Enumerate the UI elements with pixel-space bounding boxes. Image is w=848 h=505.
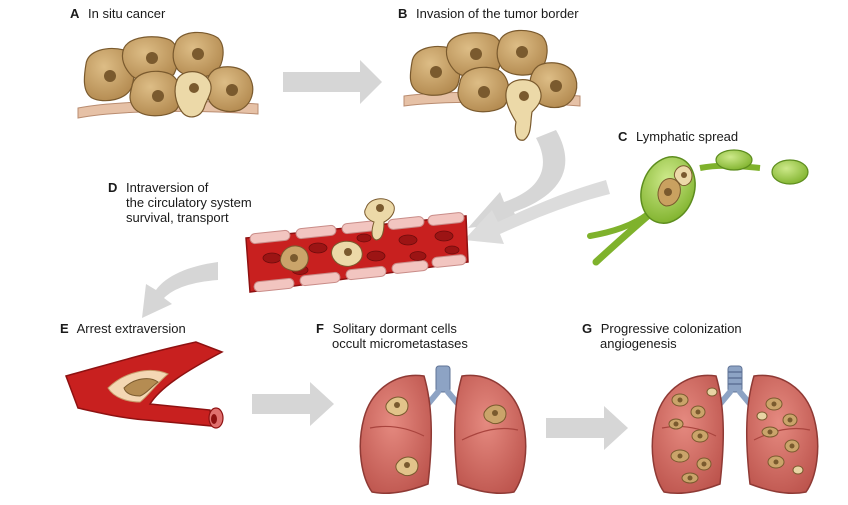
label-f-line-2: occult micrometastases: [332, 336, 468, 351]
label-d-line-1: Intraversion of: [126, 180, 209, 195]
arrow-d-to-e: [142, 262, 218, 318]
label-e-letter: E: [60, 321, 69, 336]
label-g-line-2: angiogenesis: [600, 336, 677, 351]
label-f: F Solitary dormant cells occult micromet…: [316, 321, 468, 351]
label-c-letter: C: [618, 129, 628, 144]
svg-text:G Progressive colonizati: G Progressive colonization: [582, 321, 742, 336]
arrow-f-to-g: [546, 406, 628, 450]
label-c: C Lymphatic spread: [618, 129, 738, 144]
label-g-line-1: Progressive colonization: [601, 321, 742, 336]
label-e: E Arrest extraversion: [60, 321, 186, 336]
illustration-blood-vessel: [245, 198, 469, 293]
arrow-c-to-d: [464, 180, 610, 244]
svg-text:F Solitary dormant cells: F Solitary dormant cells: [316, 321, 457, 336]
label-b: B Invasion of the tumor border: [398, 6, 579, 21]
label-f-letter: F: [316, 321, 324, 336]
arrow-a-to-b: [283, 60, 382, 104]
label-g-letter: G: [582, 321, 592, 336]
svg-text:D Intraversion of: D Intraversion of: [108, 180, 209, 195]
label-b-letter: B: [398, 6, 407, 21]
svg-text:A In situ cancer: A In situ cancer: [70, 6, 166, 21]
label-d-line-3: survival, transport: [126, 210, 229, 225]
svg-text:C Lymphatic spread: C Lymphatic spread: [618, 129, 738, 144]
svg-text:E Arrest extraversion: E Arrest extraversion: [60, 321, 186, 336]
label-e-text: Arrest extraversion: [77, 321, 186, 336]
label-f-line-1: Solitary dormant cells: [333, 321, 458, 336]
label-b-text: Invasion of the tumor border: [416, 6, 579, 21]
illustration-lymphatic-spread: [587, 149, 809, 266]
label-d-line-2: the circulatory system: [126, 195, 252, 210]
illustration-lungs-dormant: [359, 365, 527, 495]
label-a-text: In situ cancer: [88, 6, 166, 21]
illustration-tumor-invasion: [403, 29, 581, 141]
illustration-arrest-vessel: [65, 341, 224, 429]
illustration-in-situ-cancer: [77, 31, 259, 119]
label-d-letter: D: [108, 180, 117, 195]
arrow-b-to-d: [468, 130, 566, 228]
label-d: D Intraversion of the circulatory system…: [108, 180, 252, 225]
label-a-letter: A: [70, 6, 80, 21]
label-c-text: Lymphatic spread: [636, 129, 738, 144]
illustration-lungs-colonized: [651, 365, 819, 495]
label-a: A In situ cancer: [70, 6, 166, 21]
arrow-e-to-f: [252, 382, 334, 426]
svg-text:B Invasion of the tumor: B Invasion of the tumor border: [398, 6, 579, 21]
label-g: G Progressive colonization angiogenesis: [582, 321, 742, 351]
